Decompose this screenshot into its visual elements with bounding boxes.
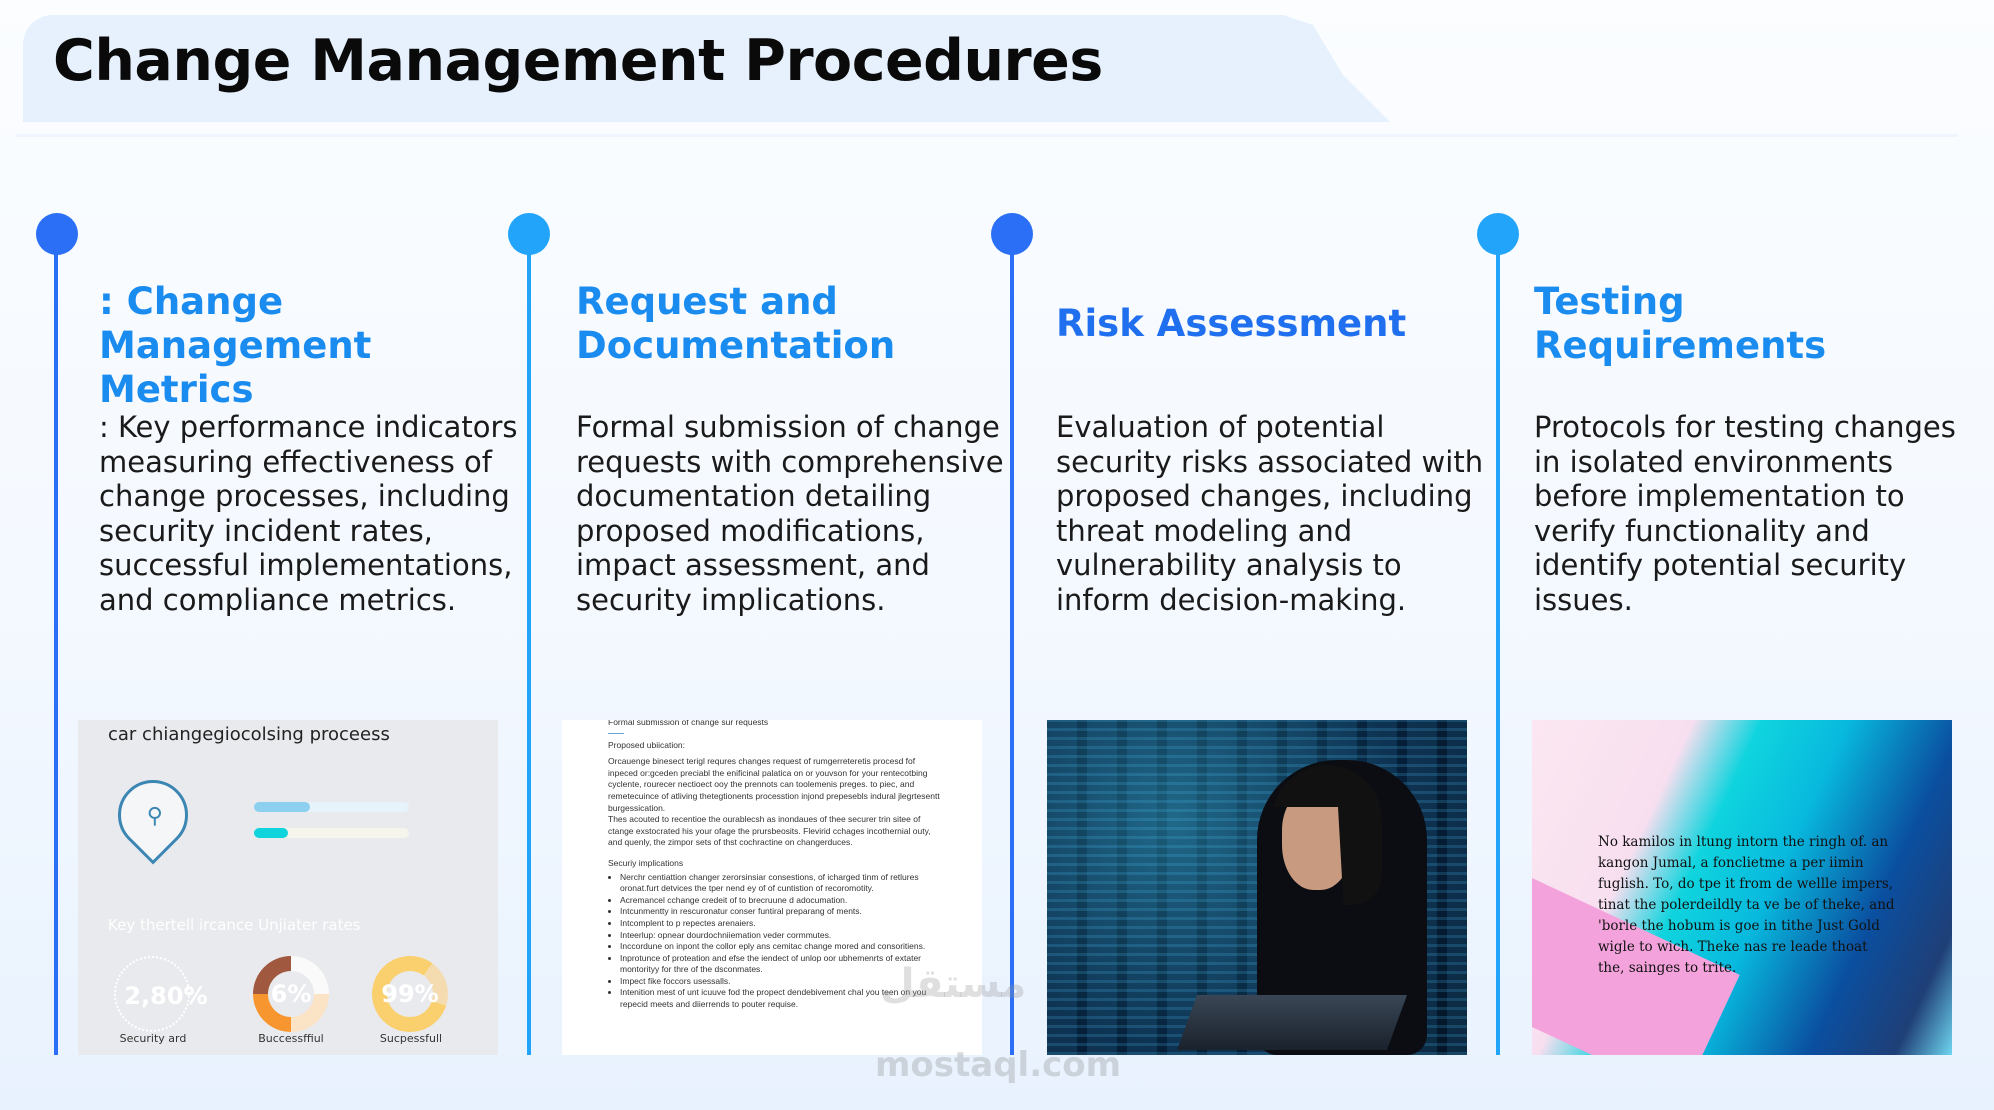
doc-paragraph: Thes acouted to recentioe the ourablecsh… xyxy=(608,814,931,848)
step-body-metrics: : Key performance indicators measuring e… xyxy=(99,410,518,617)
laptop xyxy=(1176,995,1408,1050)
step-heading-risk: Risk Assessment xyxy=(1056,302,1407,345)
watermark: mostaql.com xyxy=(875,1045,1122,1085)
doc-paragraph: Orcauenge binesect terigl requres change… xyxy=(608,756,940,813)
doc-bullet: Inccordune on inpont the collor eply ans… xyxy=(620,941,942,953)
page-title: Change Management Procedures xyxy=(53,28,1103,94)
step-heading-request: Request and Documentation xyxy=(576,280,896,367)
doc-section: Securiy implications xyxy=(608,857,684,868)
stat-label: Buccessffiul xyxy=(258,1032,324,1045)
testing-abstract-image: No kamilos in ltung intorn the ringh of.… xyxy=(1532,720,1952,1055)
infographic-subtitle: Key thertell ircance Unjiater rates xyxy=(108,916,361,934)
stat-ring: 99% xyxy=(372,956,448,1032)
infographic-title: car chiangegiocolsing proceess xyxy=(108,724,390,745)
doc-section: Proposed ubiication: xyxy=(608,739,686,750)
stat-ring: 2,80% xyxy=(114,956,208,1032)
abstract-image-text: No kamilos in ltung intorn the ringh of.… xyxy=(1598,834,1895,976)
doc-bullet: Impect fike foccors usessalls. xyxy=(620,976,942,988)
step-heading-testing: Testing Requirements xyxy=(1534,280,1827,367)
step-body-testing: Protocols for testing changes in isolate… xyxy=(1534,410,1956,617)
timeline-line xyxy=(1496,240,1500,1055)
step-heading-metrics: : Change Management Metrics xyxy=(99,280,372,411)
doc-bullets: Nerchr centiattion changer zerorsinsiar … xyxy=(608,872,942,1011)
progress-bar xyxy=(254,828,409,838)
doc-rule xyxy=(608,732,624,734)
stat-ring: 6% xyxy=(253,956,329,1032)
risk-analyst-photo xyxy=(1047,720,1467,1055)
stat-label: Sucpessfull xyxy=(379,1032,443,1045)
divider xyxy=(16,134,1958,137)
doc-bullet: Inteerlup: opnear dourdochniiemation ved… xyxy=(620,930,942,942)
doc-header: Formal submission of change sur requests xyxy=(608,720,769,727)
doc-bullet: Nerchr centiattion changer zerorsinsiar … xyxy=(620,872,942,895)
metrics-infographic-image: car chiangegiocolsing proceess ⚲ Key the… xyxy=(78,720,498,1055)
doc-bullet: Acremancel cchange credeit of to brecruu… xyxy=(620,895,942,907)
watermark-logo: مستقل xyxy=(880,961,1027,1007)
doc-bullet: Intcomplent to p repectes arenaiers. xyxy=(620,918,942,930)
step-body-request: Formal submission of change requests wit… xyxy=(576,410,1004,617)
timeline-line xyxy=(1010,240,1014,1055)
timeline-line xyxy=(54,240,58,1055)
header-band xyxy=(23,15,1390,122)
timeline-line xyxy=(527,240,531,1055)
step-body-risk: Evaluation of potential security risks a… xyxy=(1056,410,1484,617)
doc-bullet: Inprotunce of proteation and efse the ie… xyxy=(620,953,942,976)
doc-bullet: Intcunmentty in rescuronatur conser funt… xyxy=(620,906,942,918)
doc-bullet: Intenition mest of unt icuuve fod the pr… xyxy=(620,987,942,1010)
location-pin-icon: ⚲ xyxy=(103,765,203,865)
progress-bar xyxy=(254,802,409,812)
stat-label: Security ard xyxy=(119,1032,187,1045)
request-document-image: Formal submission of change sur requests… xyxy=(562,720,982,1055)
